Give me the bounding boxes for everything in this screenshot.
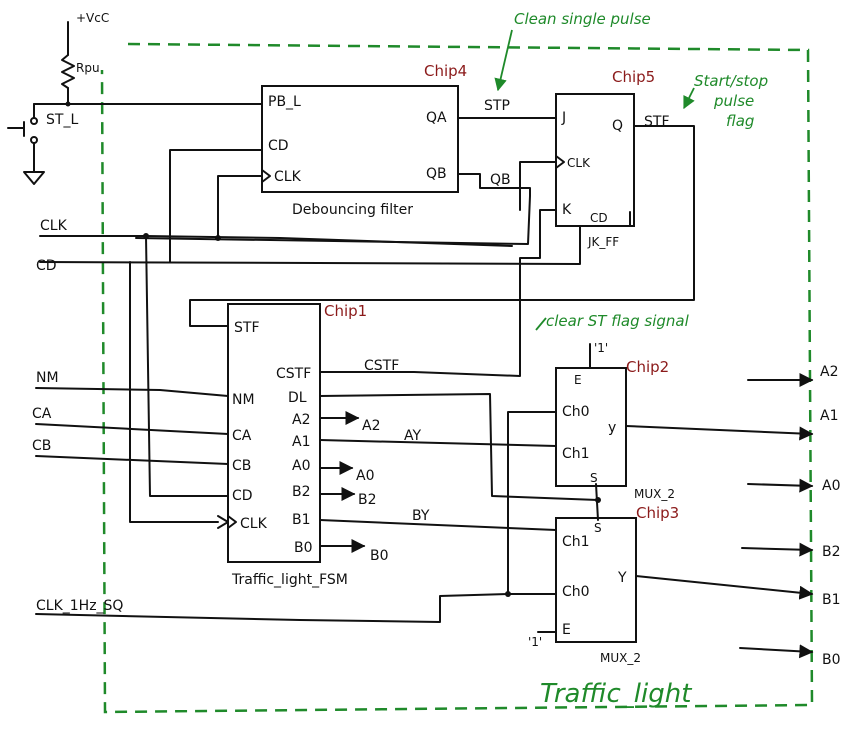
cb-input-label: CB [32,438,51,454]
fsm-out-a1: A1 [292,434,310,450]
fsm-in-clk: CLK [240,516,268,532]
mux-bot-enable: '1' [528,635,542,649]
clk-input-label: CLK [40,218,68,234]
chip3-label: Chip3 [636,504,679,522]
mux-bot-pin-e: E [562,622,571,638]
qb-signal-label: QB [490,172,511,188]
fsm-out-cstf: CSTF [276,366,311,382]
by-signal-label: BY [412,508,430,524]
nm-input-label: NM [36,370,59,386]
fsm-in-nm: NM [232,392,255,408]
fsm-out-a2: A2 [292,412,310,428]
chip2-label: Chip2 [626,358,669,376]
jk-pin-clk: CLK [567,156,591,170]
mux-bot-pin-ch1: Ch1 [562,534,590,550]
fsm-in-ca: CA [232,428,252,444]
stf-signal-label: STF [644,114,670,130]
mux-top-pin-e: E [574,373,582,387]
out-b2-label: B2 [822,544,841,560]
mux-bot-pin-s: S [594,521,602,535]
ca-input-label: CA [32,406,52,422]
st-l-label: ST_L [46,112,78,128]
a0-arrow-label: A0 [356,468,374,484]
clean-pulse-annotation: Clean single pulse [514,10,651,28]
mux-bot-pin-y: Y [617,570,627,586]
fsm-in-stf: STF [234,320,260,336]
mux-bot-name: MUX_2 [600,651,641,665]
out-b0-label: B0 [822,652,841,668]
jk-pin-cd: CD [590,211,608,225]
mux-top: E Ch0 Ch1 y S MUX_2 '1' Chip2 [555,341,675,501]
chip1-label: Chip1 [324,302,367,320]
chip5-label: Chip5 [612,68,655,86]
stp-signal-label: STP [484,98,510,114]
b2-arrow-label: B2 [358,492,377,508]
pushbutton-circuit: +VcC Rpu ST_L [7,11,263,185]
mux-top-pin-s: S [590,471,598,485]
pulse-annotation: pulse [713,92,754,110]
a2-arrow-label: A2 [362,418,380,434]
debounce-pin-qa: QA [426,110,447,126]
start-stop-annotation: Start/stop [694,72,768,90]
b0-arrow-label: B0 [370,548,389,564]
cd-input-label: CD [36,258,57,274]
mux-top-pin-ch0: Ch0 [562,404,590,420]
chip4-label: Chip4 [424,62,467,80]
vcc-label: +VcC [76,11,109,25]
jk-pin-j: J [561,110,566,126]
debounce-pin-cd: CD [268,138,289,154]
debounce-pin-pb-l: PB_L [268,94,301,110]
fsm-name: Traffic_light_FSM [231,572,348,588]
fsm-out-a0: A0 [292,458,310,474]
cstf-signal-label: CSTF [364,358,399,374]
mux-bottom: S Ch1 Ch0 Y E MUX_2 '1' Chip3 [528,504,679,665]
debounce-pin-qb: QB [426,166,447,182]
mux-top-pin-y: y [608,420,616,436]
mux-top-pin-ch1: Ch1 [562,446,590,462]
fsm-in-cd: CD [232,488,253,504]
out-a2-label: A2 [820,364,838,380]
out-a1-label: A1 [820,408,838,424]
rpu-label: Rpu [76,61,100,75]
traffic-light-title: Traffic_light [540,679,692,709]
jk-pin-k: K [562,202,572,218]
fsm-out-dl: DL [288,390,307,406]
out-b1-label: B1 [822,592,841,608]
fsm-in-cb: CB [232,458,251,474]
clk-1hz-label: CLK_1Hz_SQ [36,598,123,614]
mux-top-name: MUX_2 [634,487,675,501]
debounce-name: Debouncing filter [292,202,413,218]
jk-name: JK_FF [587,235,619,249]
mux-bot-pin-ch0: Ch0 [562,584,590,600]
ay-signal-label: AY [404,428,421,444]
traffic-light-fsm: STF NM CA CB CD CLK CSTF DL A2 A1 A0 B2 … [227,302,367,588]
debounce-pin-clk: CLK [274,169,302,185]
fsm-out-b0: B0 [294,540,313,556]
out-a0-label: A0 [822,478,840,494]
debouncing-filter: PB_L CD CLK QA QB Debouncing filter Chip… [261,62,467,218]
jk-pin-q: Q [612,118,623,134]
mux-top-enable: '1' [594,341,608,355]
flag-annotation: flag [726,112,754,130]
clear-st-annotation: clear ST flag signal [546,312,690,330]
fsm-out-b1: B1 [292,512,311,528]
fsm-out-b2: B2 [292,484,311,500]
jk-flip-flop: J Q CLK K CD JK_FF Chip5 [555,68,655,249]
